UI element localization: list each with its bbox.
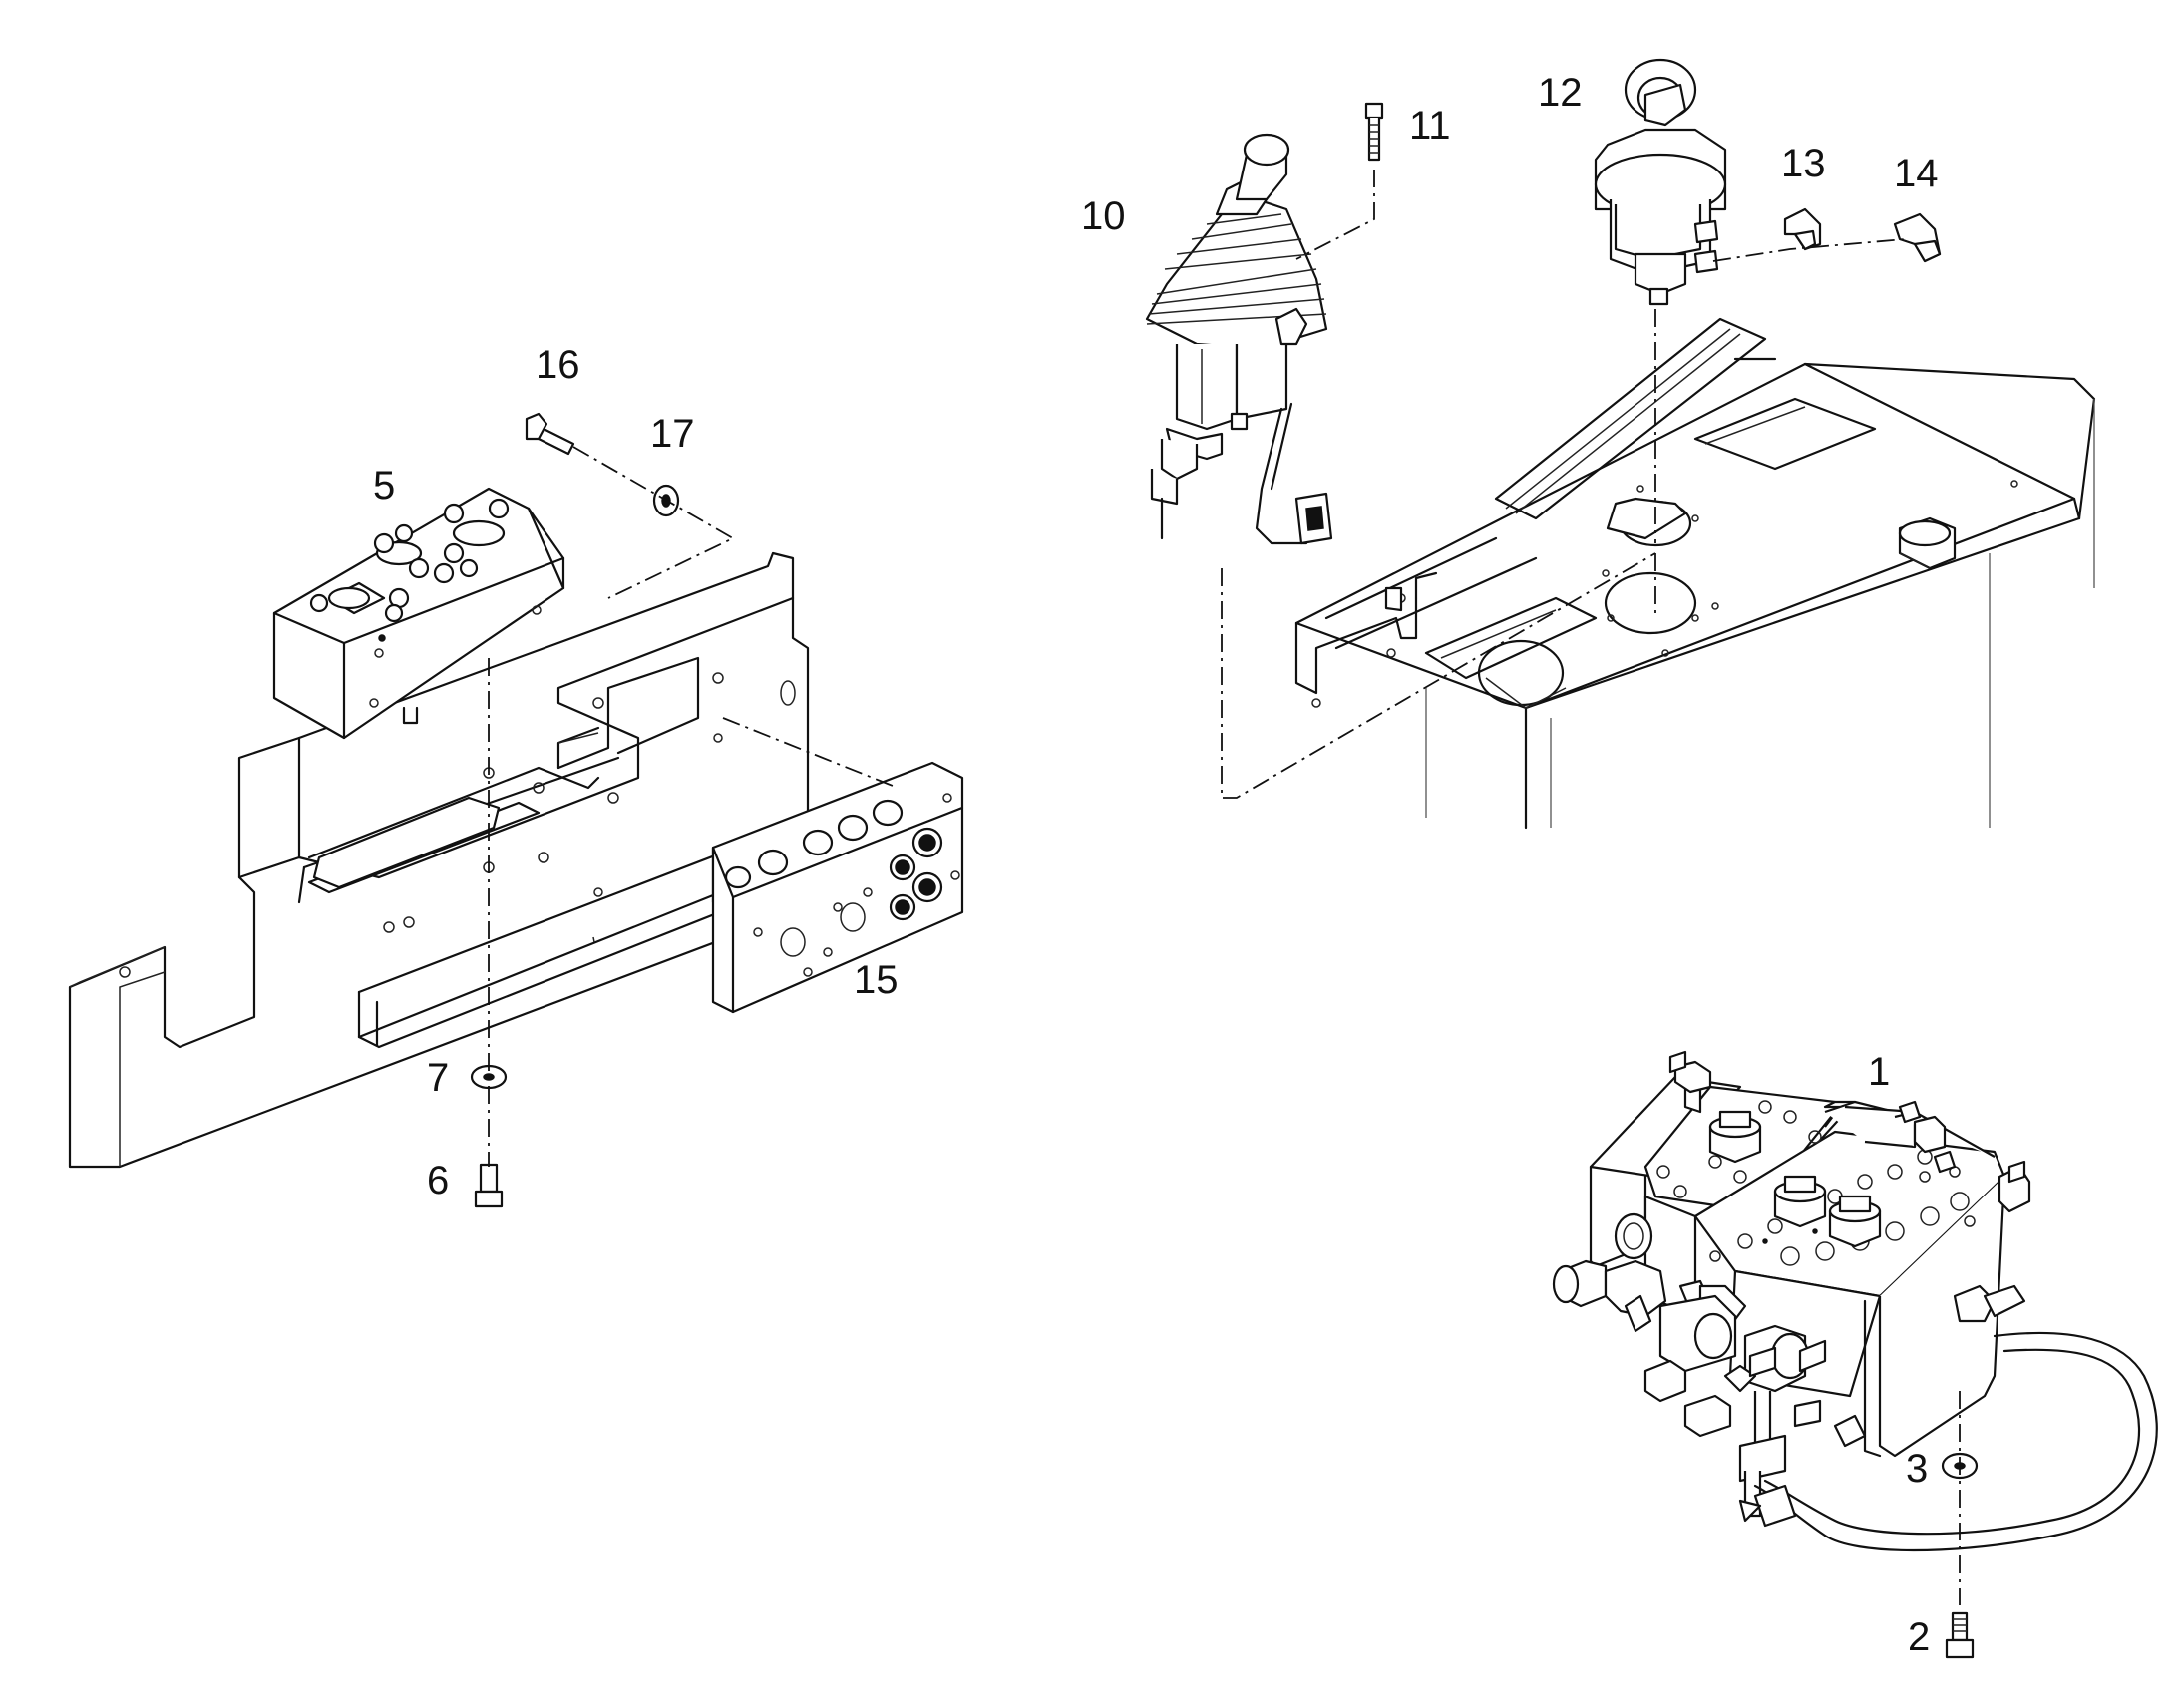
leader-line-16 <box>572 446 735 599</box>
callout-2: 2 <box>1908 1615 1930 1659</box>
leader-line-13-14 <box>1712 238 1906 262</box>
part-11-bolt <box>1364 102 1384 162</box>
callout-17: 17 <box>650 412 695 456</box>
callout-15: 15 <box>854 958 899 1002</box>
callout-7: 7 <box>427 1056 449 1100</box>
callout-5: 5 <box>373 464 395 508</box>
callout-14: 14 <box>1894 152 1939 195</box>
part-6-bolt <box>474 1163 504 1208</box>
leader-line-10 <box>1221 552 1656 799</box>
leader-line-15 <box>722 717 899 789</box>
callout-6: 6 <box>427 1159 449 1202</box>
callout-10: 10 <box>1081 194 1126 238</box>
leader-line-11 <box>1295 170 1375 260</box>
part-12-reservoir <box>1594 58 1727 306</box>
hydraulic-hose <box>1738 1331 2158 1552</box>
callout-13: 13 <box>1781 142 1826 185</box>
callout-16: 16 <box>536 343 580 387</box>
part-16-bolt <box>525 412 575 456</box>
part-14-elbow-fitting <box>1893 212 1942 263</box>
callout-11: 11 <box>1409 104 1451 148</box>
callout-1: 1 <box>1868 1050 1890 1094</box>
part-15-manifold-plate <box>711 761 964 1014</box>
callout-3: 3 <box>1906 1447 1928 1491</box>
part-10-joystick <box>1145 133 1333 545</box>
part-1-control-valve <box>1552 1050 2031 1518</box>
part-13-elbow-fitting <box>1783 207 1822 251</box>
console-housing <box>1294 317 2096 830</box>
part-5-valve-block <box>272 487 565 740</box>
part-2-bolt <box>1945 1611 1975 1659</box>
callout-12: 12 <box>1538 71 1583 115</box>
